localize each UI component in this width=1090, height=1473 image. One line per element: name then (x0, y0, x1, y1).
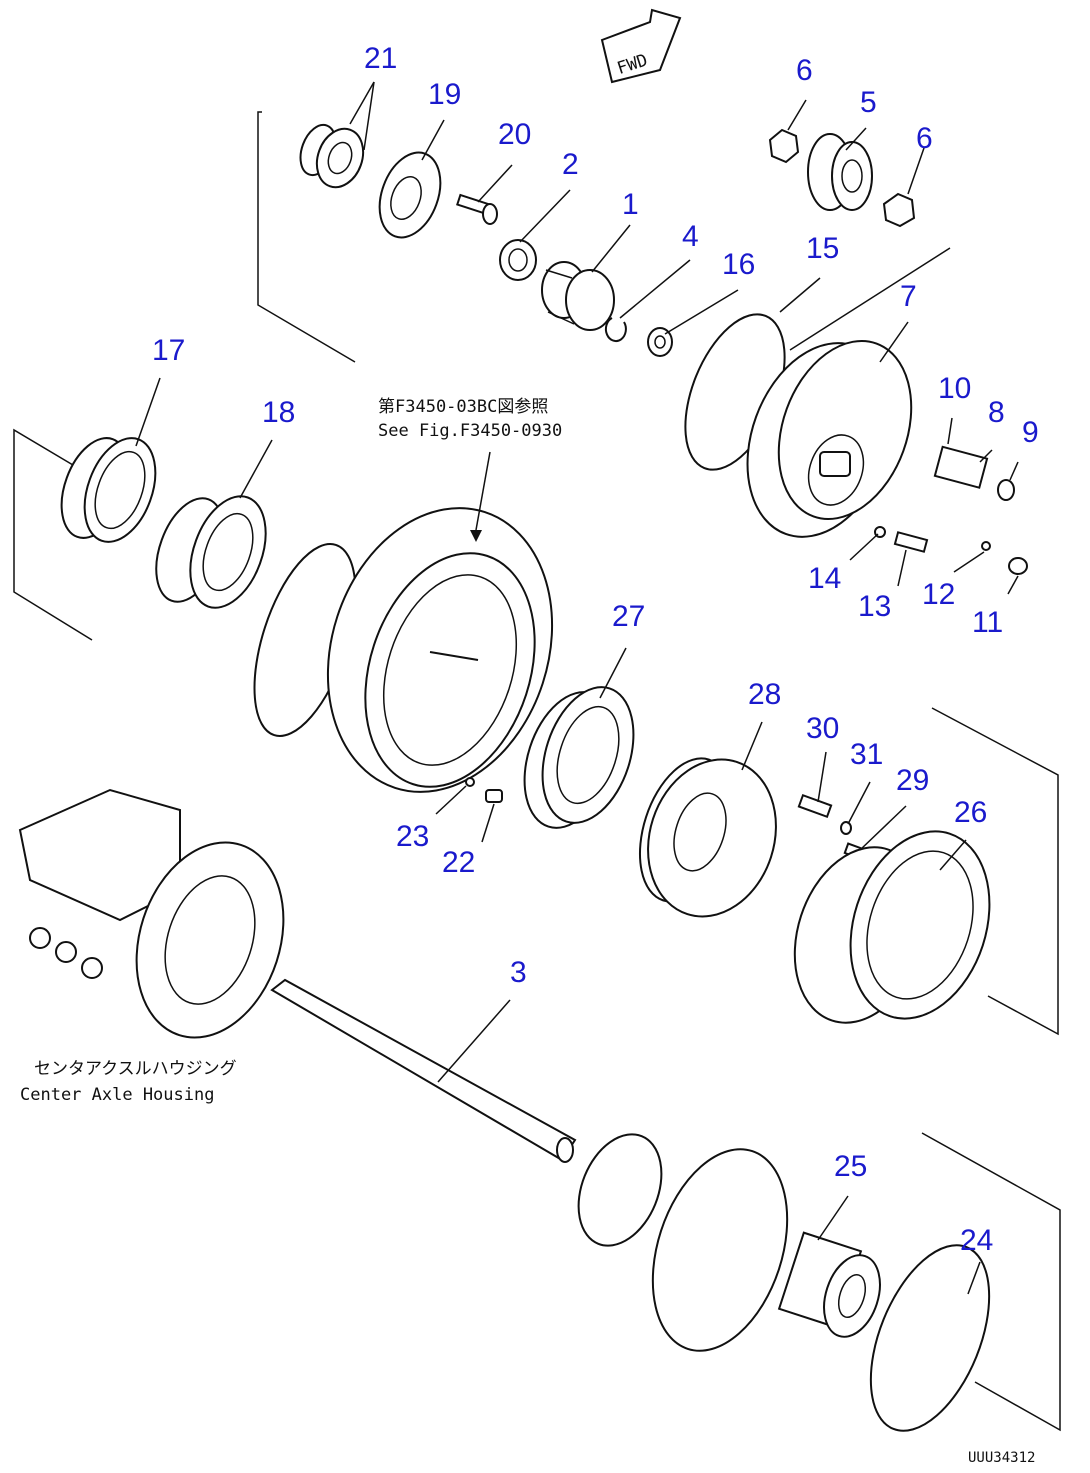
shaft-o-ring (577, 1133, 663, 1247)
callout-5: 5 (860, 86, 877, 119)
callout-3: 3 (510, 956, 527, 989)
housing-label-jp: センタアクスルハウジング (34, 1059, 237, 1079)
leader-lines (135, 81, 1019, 1295)
group-bracket-upper-left (257, 111, 356, 363)
parts-11-14-fasteners (874, 526, 1028, 575)
callout-21: 21 (364, 42, 397, 75)
callout-6-lower: 6 (916, 122, 933, 155)
callout-9: 9 (1022, 416, 1039, 449)
part-19-retainer-plate (378, 151, 442, 239)
callout-12: 12 (922, 578, 955, 611)
callout-1: 1 (622, 188, 639, 221)
callout-4: 4 (682, 220, 699, 253)
callout-31: 31 (850, 738, 883, 771)
part-18-bearing-cone (155, 495, 267, 609)
part-6-nut-upper (768, 128, 800, 164)
part-3-axle-shaft (270, 978, 577, 1163)
group-bracket-right-24 (921, 1132, 1061, 1432)
callout-27: 27 (612, 600, 645, 633)
callout-19: 19 (428, 78, 461, 111)
callout-7: 7 (900, 280, 917, 313)
callout-28: 28 (748, 678, 781, 711)
callout-17: 17 (152, 334, 185, 367)
callout-18: 18 (262, 396, 295, 429)
callout-16: 16 (722, 248, 755, 281)
drawing-number: UUU34312 (968, 1450, 1035, 1466)
part-8-planet-shaft (933, 445, 989, 489)
callout-2: 2 (562, 148, 579, 181)
group-bracket-left (13, 428, 93, 641)
callout-8: 8 (988, 396, 1005, 429)
part-9-cap (997, 479, 1015, 501)
final-drive-housing (253, 507, 554, 793)
housing-label-en: Center Axle Housing (20, 1085, 214, 1105)
callout-29: 29 (896, 764, 929, 797)
part-16-washer (647, 327, 673, 357)
part-28-ring-gear-hub (638, 757, 777, 918)
parts-29-31-bolt-set (797, 793, 865, 860)
reference-note-jp: 第F3450-03BC図参照 (378, 397, 548, 417)
part-25-wheel-hub (651, 1148, 881, 1352)
callout-11: 11 (972, 606, 1003, 639)
reference-note: 第F3450-03BC図参照 See Fig.F3450-0930 (378, 397, 562, 441)
part-27-bearing (523, 686, 635, 829)
part-5-bearing (807, 133, 873, 211)
callout-25: 25 (834, 1150, 867, 1183)
part-7-planet-carrier (746, 339, 913, 538)
part-2-bearing-race (499, 239, 537, 281)
fwd-direction-tag: FWD (600, 8, 682, 84)
callout-20: 20 (498, 118, 531, 151)
callout-26: 26 (954, 796, 987, 829)
callout-13: 13 (858, 590, 891, 623)
center-axle-housing (18, 788, 285, 1039)
parts-22-23-plug (465, 777, 503, 803)
reference-note-en: See Fig.F3450-0930 (378, 421, 562, 441)
part-26-ring-gear (793, 830, 991, 1024)
callout-labels: 1 2 3 4 5 6 6 7 8 9 10 11 12 13 14 15 16… (152, 42, 1039, 1257)
housing-label: センタアクスルハウジング Center Axle Housing (20, 1059, 237, 1105)
callout-23: 23 (396, 820, 429, 853)
callout-10: 10 (938, 372, 971, 405)
callout-30: 30 (806, 712, 839, 745)
callout-24: 24 (960, 1224, 993, 1257)
part-21-lock-plate (299, 123, 365, 189)
callout-14: 14 (808, 562, 841, 595)
part-1-roller-bearing (541, 261, 615, 331)
group-bracket-right-26 (931, 707, 1059, 1036)
part-6-nut-lower (882, 192, 916, 228)
callout-15: 15 (806, 232, 839, 265)
drawing-number-text: UUU34312 (968, 1450, 1035, 1466)
part-24-o-ring (869, 1244, 991, 1432)
part-17-oil-seal (60, 437, 157, 543)
part-4-snap-ring (604, 317, 627, 343)
callout-6-upper: 6 (796, 54, 813, 87)
part-20-bolt (456, 193, 498, 225)
callout-22: 22 (442, 846, 475, 879)
